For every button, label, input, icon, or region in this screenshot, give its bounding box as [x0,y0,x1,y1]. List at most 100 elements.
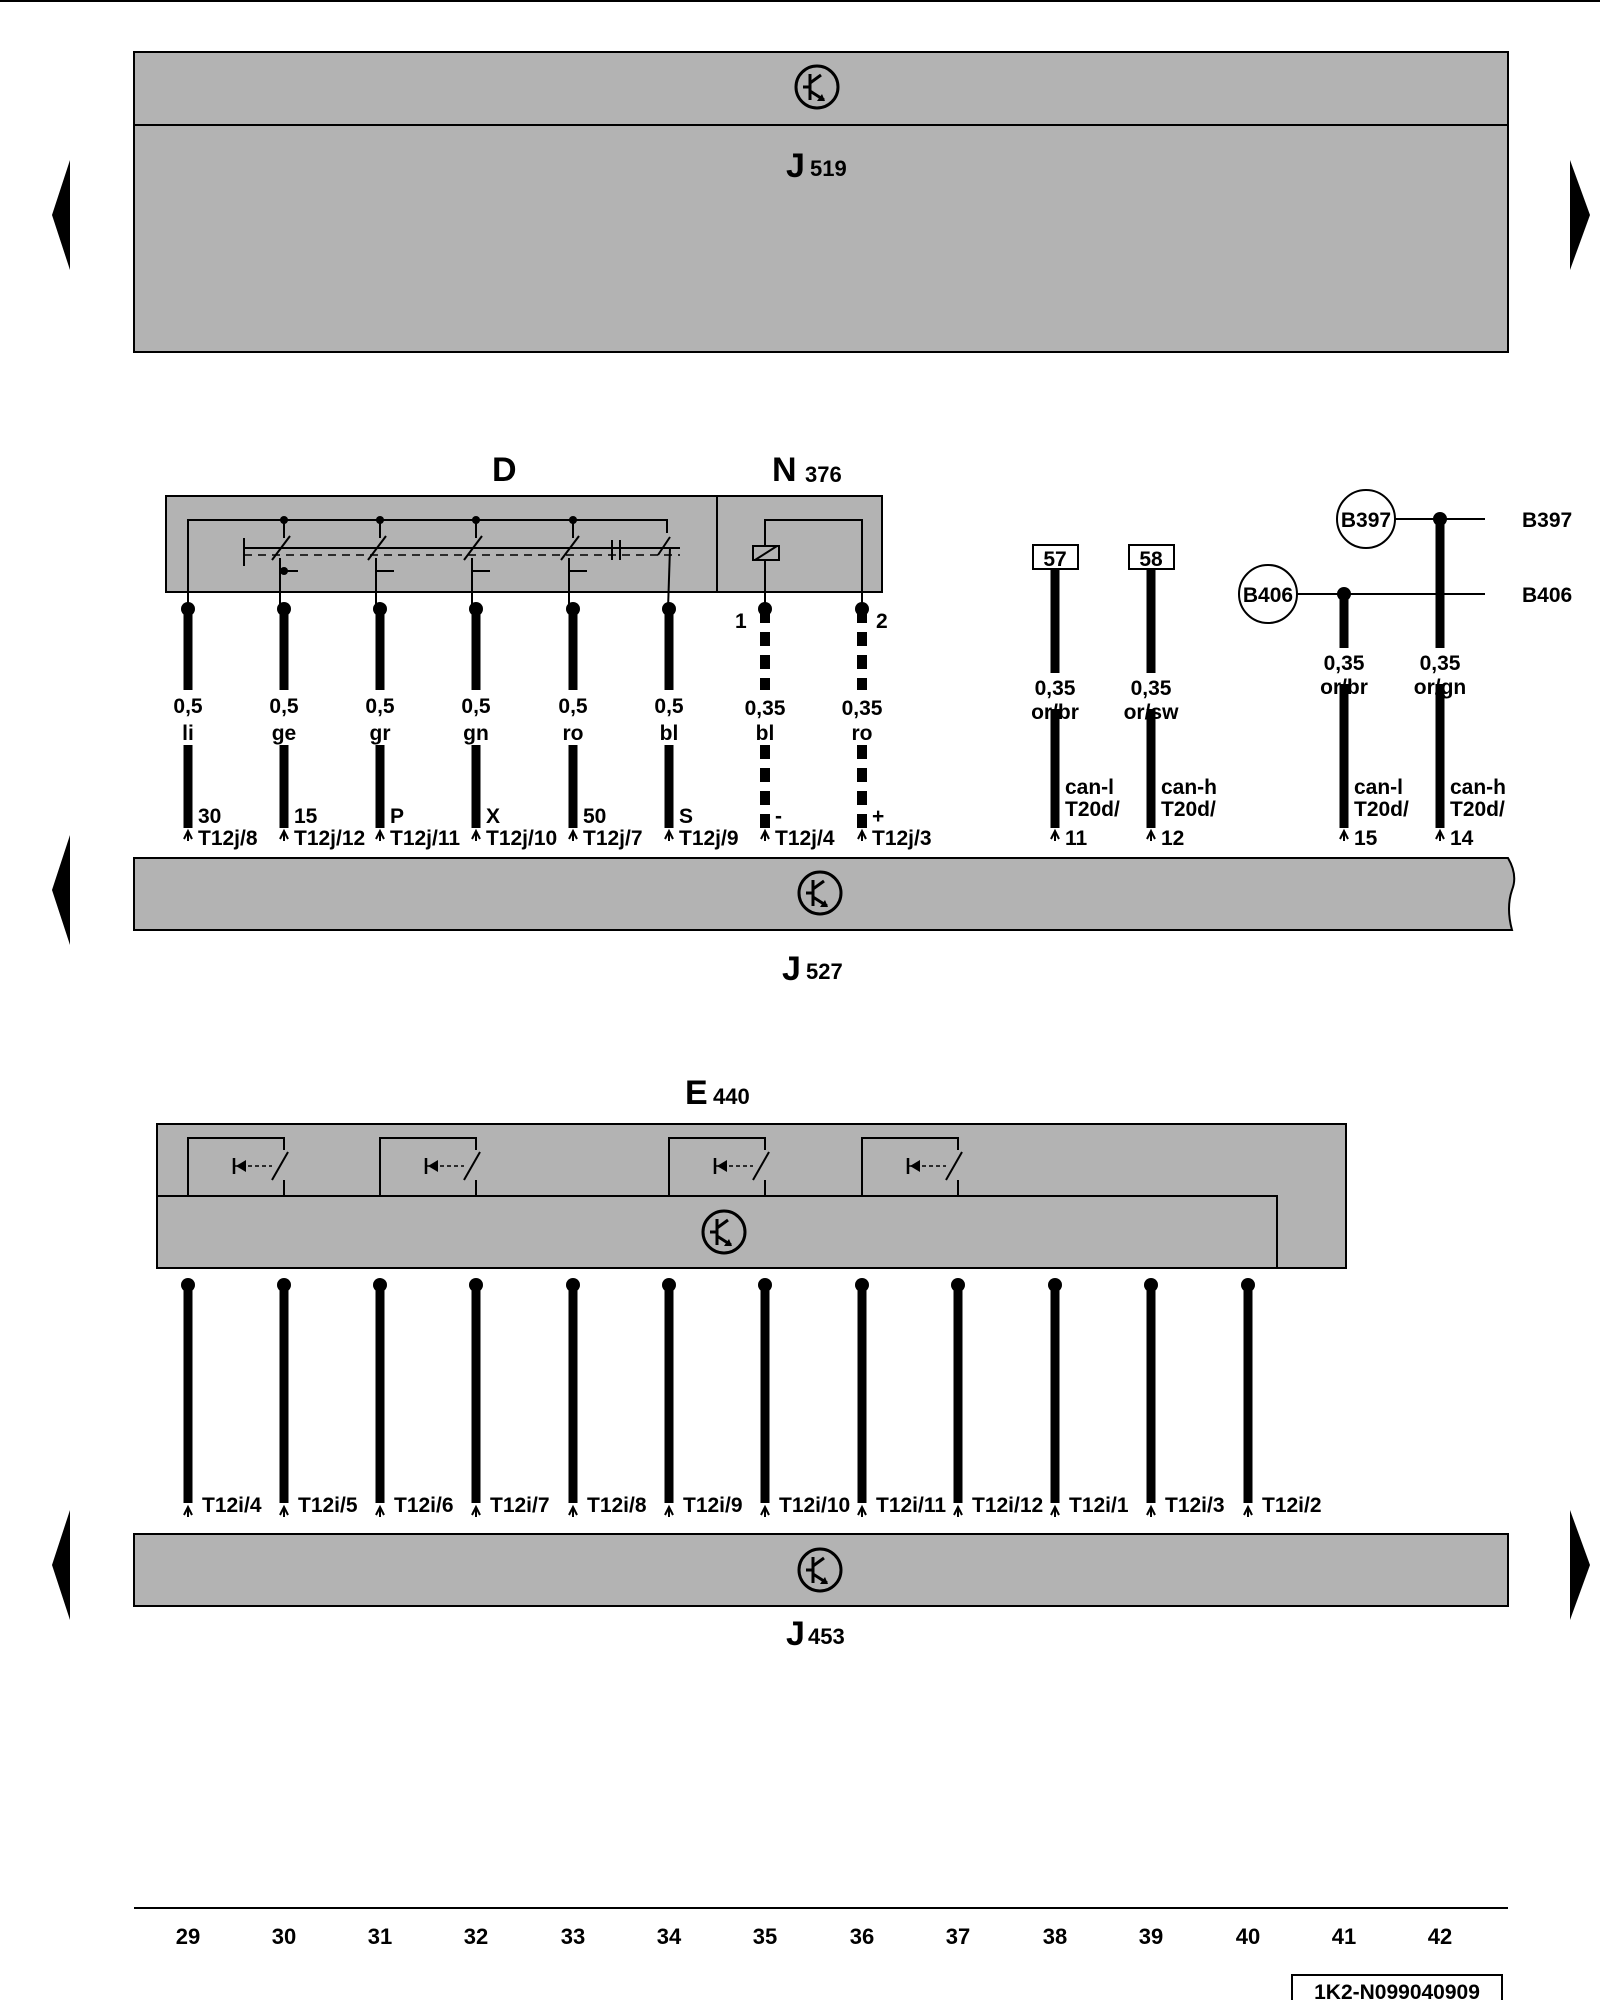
pin-label: T12j/11 [390,827,460,850]
wire-e440-8: T12i/11 [855,1278,946,1517]
wire-color: ge [272,722,297,745]
grid-number: 29 [176,1924,200,1949]
terminal-label: 50 [583,805,606,828]
contact-number: 1 [735,610,747,633]
wire-size: 0,5 [558,695,588,718]
grid-number: 31 [368,1924,392,1949]
j527-letter: J [782,950,801,988]
wire-color: bl [756,722,775,745]
pushbutton-4 [861,1137,963,1196]
wire-color: or/sw [1124,701,1180,724]
switch-d-contacts [271,516,587,609]
pin-label: 11 [1065,827,1088,850]
control-unit-icon [797,870,843,916]
terminal-label: 30 [198,805,221,828]
grid-number: 35 [753,1924,777,1949]
grid-number: 42 [1428,1924,1452,1949]
j519-number: 519 [810,156,847,181]
b406-ref-label: B406 [1522,584,1572,607]
pin-label: T12j/4 [775,827,835,850]
wire-size: 0,35 [1035,677,1076,700]
grid-number: 39 [1139,1924,1163,1949]
ref-box-58-label: 58 [1139,548,1163,571]
can-signal: can-l [1065,776,1114,799]
pin-label: T12j/10 [486,827,557,850]
pin-label: T12i/10 [779,1494,850,1517]
ref-box-57-label: 57 [1043,548,1066,571]
wire-size: 0,35 [1131,677,1172,700]
wire-color: ro [563,722,584,745]
grid-number: 30 [272,1924,296,1949]
pin-label: T12j/8 [198,827,258,850]
can-signal: can-l [1354,776,1403,799]
wire-color: or/gn [1414,676,1467,699]
wire-color: gn [463,722,489,745]
next-page-arrow-bottom[interactable] [1570,1510,1590,1620]
pin-label: T12j/9 [679,827,739,850]
can-signal: can-h [1450,776,1506,799]
pin-label: T12i/3 [1165,1494,1225,1517]
pin-label: T12i/12 [972,1494,1043,1517]
grid-number: 37 [946,1924,970,1949]
pin-label: T20d/ [1354,798,1409,821]
module-j453: J 453 [133,1533,1509,1653]
n376-housing [716,495,883,593]
wire-color: or/br [1320,676,1368,699]
module-j527: J 527 [133,857,1516,988]
pin-label: 14 [1450,827,1474,850]
wires-to-j527: 0,5li30T12j/80,5ge15T12j/120,5grPT12j/11… [173,512,1506,850]
terminal-label: X [486,805,500,828]
doc-code: 1K2-N099040909 [1314,1981,1480,2000]
wire-color: or/br [1031,701,1079,724]
wire-size: 0,5 [654,695,684,718]
ref-box-58 [1128,544,1175,570]
wire-e440-9: T12i/12 [951,1278,1043,1517]
wire-color: ro [852,722,873,745]
switch-contact-3 [463,516,490,609]
wire-size: 0,35 [1420,652,1461,675]
pin-label: T12j/12 [294,827,365,850]
e440-letter: E [685,1074,708,1112]
switch-contact-2 [367,516,394,609]
grid-number: 34 [657,1924,682,1949]
pin-label: T12j/3 [872,827,932,850]
grid-number: 33 [561,1924,585,1949]
prev-page-arrow-bottom[interactable] [52,1510,70,1620]
pin-label: T20d/ [1450,798,1505,821]
b397-ref-label: B397 [1522,509,1572,532]
next-page-arrow-top[interactable] [1570,160,1590,270]
wire-e440-6: T12i/9 [662,1278,743,1517]
prev-page-arrow-mid[interactable] [52,835,70,945]
prev-page-arrow-top[interactable] [52,160,70,270]
can-markers: 57 58 B397 B397 B406 B406 [1032,489,1572,624]
control-unit-icon [794,64,840,110]
j527-number: 527 [806,959,843,984]
pushbutton-1 [187,1137,289,1196]
pin-label: T12i/8 [587,1494,647,1517]
n376-letter: N [772,451,797,489]
pin-label: T12i/11 [876,1494,946,1517]
wire-color: gr [370,722,391,745]
terminal-label: P [390,805,404,828]
wire-e440-5: T12i/8 [566,1278,647,1517]
grid-number: 32 [464,1924,488,1949]
pin-label: T12i/7 [490,1494,550,1517]
e440-pushbuttons [187,1137,963,1196]
wire-size: 0,5 [365,695,395,718]
n376-number: 376 [805,462,842,487]
grid-number: 40 [1236,1924,1260,1949]
pin-label: T12j/7 [583,827,643,850]
pin-label: T20d/ [1065,798,1120,821]
